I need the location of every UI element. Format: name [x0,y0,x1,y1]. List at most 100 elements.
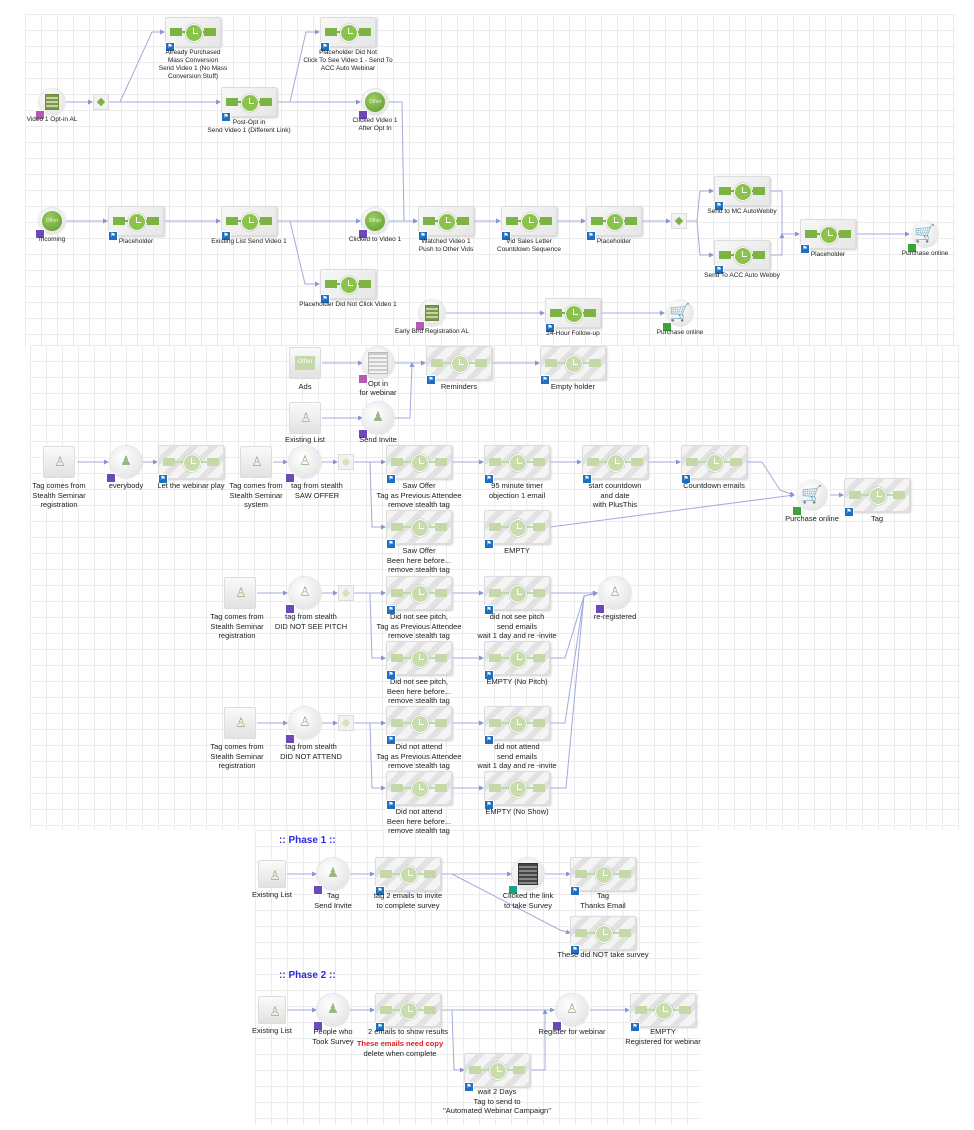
goal-text: Other [42,211,62,231]
connector [289,220,320,287]
clock-icon [706,454,724,472]
shopping-cart-icon: 🛒 [792,479,828,516]
sequence-clock-icon: ⚑ [320,269,376,304]
node-label: did not attend send emails wait 1 day an… [477,742,557,770]
flag-badge-icon: ⚑ [484,605,494,615]
flag-badge-icon: ⚑ [586,231,596,241]
node-type-badge-icon [35,110,45,120]
node-label: EMPTY Registered for webinar [625,1027,701,1046]
node-type-badge-icon [358,110,368,120]
clock-icon [734,183,752,201]
person-tag-icon: ♙ [285,577,321,614]
node-type-badge-icon [662,322,672,332]
connector [530,1009,548,1071]
clock-icon [411,454,429,472]
node-label: Saw Offer Tag as Previous Attendee remov… [376,481,462,509]
goal-icon: Other [358,208,388,239]
node-label: Clicked to Video 1 [348,236,402,243]
sequence-clock-icon: ⚑ [844,478,910,517]
flag-badge-icon: ⚑ [426,375,436,385]
node-label: Tag comes from Stealth Seminar registrat… [210,612,264,640]
flag-badge-icon: ⚑ [375,886,385,896]
node-label: Incoming [38,236,66,243]
node-type-badge-icon [415,321,425,331]
contact-list-icon: ♙ [224,577,256,609]
clock-icon [565,355,583,373]
node-label: everybody [108,481,144,490]
node-label: Tag [870,514,884,523]
node-label: Let the webinar play [157,481,225,490]
clock-icon [607,454,625,472]
flag-badge-icon: ⚑ [681,474,691,484]
flag-badge-icon: ⚑ [108,231,118,241]
clock-icon [595,925,613,943]
node-label: Watched Video 1 Push to Other Vids [418,238,474,253]
sequence-clock-icon: ⚑ [108,206,164,241]
flag-badge-icon: ⚑ [221,231,231,241]
node-label: Countdown emails [683,481,745,490]
contact-list-icon: ♙ [240,446,272,478]
copy-warning-note: These emails need copy [356,1039,444,1048]
sequence-clock-icon: ⚑ [586,206,642,241]
flag-badge-icon: ⚑ [484,474,494,484]
node-label: Ads [298,382,312,391]
node-label: 2 emails to show results [367,1027,449,1036]
goal-text: Other [365,211,385,231]
clock-icon [606,213,624,231]
contact-list-icon: ♙ [43,446,75,478]
clock-icon [411,650,429,668]
sequence-clock-icon: ⚑ [570,916,636,955]
node-type-badge-icon [106,473,116,483]
decision-diamond-icon [338,585,354,601]
goal-text: Other [365,92,385,112]
connector [770,190,800,237]
node-label: Tag comes from Stealth Seminar registrat… [210,742,264,770]
flag-badge-icon: ⚑ [464,1082,474,1092]
sequence-clock-icon: ⚑ [681,445,747,484]
connector [451,1009,465,1073]
clock-icon [340,276,358,294]
decision-diamond-icon [671,213,687,229]
sequence-clock-icon: ⚑ [221,87,277,122]
flag-badge-icon: ⚑ [165,42,175,52]
clock-icon [489,1062,507,1080]
clock-icon [521,213,539,231]
node-label: Did not see pitch, Been here before... r… [386,677,452,705]
node-label: Purchase online [656,329,704,336]
flag-badge-icon: ⚑ [844,507,854,517]
clock-icon [595,866,613,884]
decision-diamond-icon [93,94,109,110]
node-label: Placeholder [596,238,632,245]
node-label: Reminders [440,382,478,391]
connector [770,233,785,256]
connector [550,591,598,789]
sequence-clock-icon: ⚑ [386,445,452,484]
sequence-clock-icon: ⚑ [501,206,557,241]
people-group-icon: ♟ [313,858,349,895]
clock-icon [185,24,203,42]
flag-badge-icon: ⚑ [570,886,580,896]
clock-icon [509,585,527,603]
clock-icon [451,355,469,373]
flag-badge-icon: ⚑ [501,231,511,241]
shopping-cart-icon: 🛒 [662,299,694,332]
node-type-badge-icon [358,374,368,384]
connector [747,461,795,497]
clock-icon [734,247,752,265]
phase-1-heading: :: Phase 1 :: [279,835,336,846]
node-label: Early Bird Registration AL [394,328,470,335]
node-type-badge-icon [358,229,368,239]
flag-badge-icon: ⚑ [484,670,494,680]
web-form-icon [508,858,544,895]
connector [549,493,795,528]
clock-icon [183,454,201,472]
sequence-clock-icon: ⚑ [386,510,452,549]
node-label: Purchase online [901,250,949,257]
sequence-clock-icon: ⚑ [386,641,452,680]
flag-badge-icon: ⚑ [800,244,810,254]
flag-badge-icon: ⚑ [484,735,494,745]
node-label: EMPTY (No Pitch) [486,677,548,686]
sequence-clock-icon: ⚑ [386,706,452,745]
node-label: Opt in for webinar [359,379,397,397]
